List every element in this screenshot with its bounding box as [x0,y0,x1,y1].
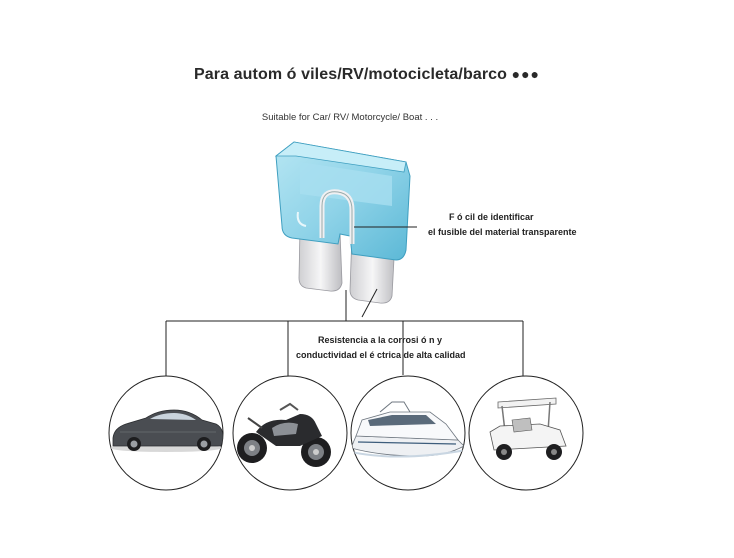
callout-conductivity: Resistencia a la corrosi ó n y conductiv… [296,333,466,363]
car-icon [108,375,224,491]
boat-icon [350,375,466,491]
page-title: Para autom ó viles/RV/motocicleta/barco … [0,66,734,84]
callout-transparent-material: F ó cil de identificar el fusible del ma… [428,210,577,240]
motorcycle-icon [232,375,348,491]
blade-fuse-icon [274,141,411,304]
callout-conductivity-line2: conductividad el é ctrica de alta calida… [296,350,466,360]
title-text: Para autom ó viles/RV/motocicleta/barco [194,66,508,83]
callout-transparent-line1: F ó cil de identificar [449,212,534,222]
callout-conductivity-line1: Resistencia a la corrosi ó n y [318,335,443,345]
connector-tree [165,288,524,377]
title-dots: ●●● [511,66,540,82]
subtitle: Suitable for Car/ RV/ Motorcycle/ Boat .… [261,112,439,123]
callout-transparent-line2: el fusible del material transparente [428,227,577,237]
golf-cart-icon [468,375,584,491]
